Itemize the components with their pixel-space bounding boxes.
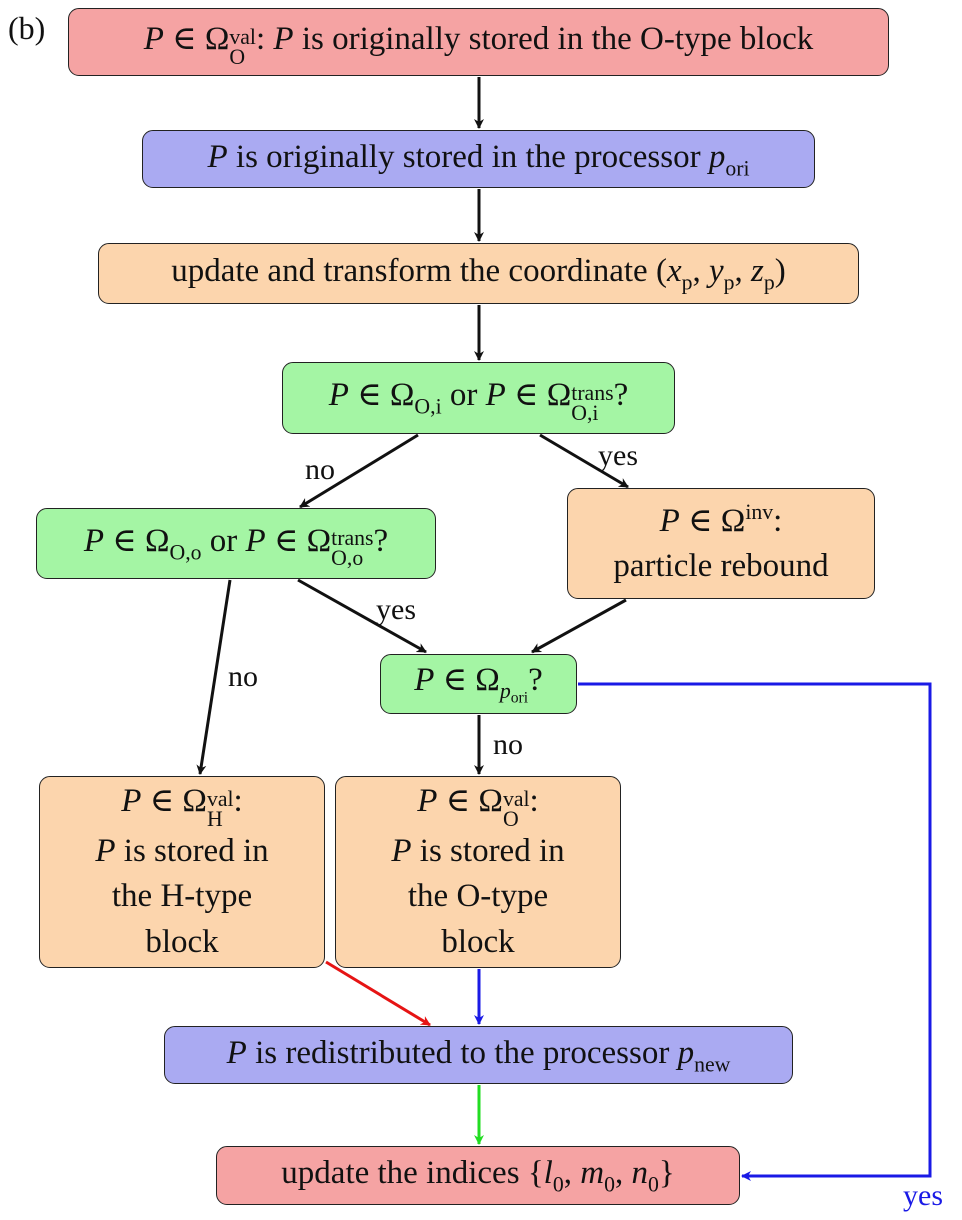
edge-hblock-to-redist xyxy=(325,960,431,1027)
edge-inner-no xyxy=(299,433,419,509)
update-indices-node: update the indices {l0, m0, n0} xyxy=(216,1146,740,1205)
panel-label: (b) xyxy=(8,10,46,46)
label-no-inner: no xyxy=(305,453,335,486)
edge-outer-yes xyxy=(297,578,427,654)
edge-inner-yes xyxy=(539,433,629,489)
edge-rebound-to-proc xyxy=(531,598,627,654)
label-no-proc: no xyxy=(493,728,523,761)
label-yes-outer: yes xyxy=(376,593,416,626)
label-yes-proc: yes xyxy=(903,1179,943,1212)
particle-rebound-node: P ∈ Ωinv: particle rebound xyxy=(567,488,875,599)
edge-proc-yes xyxy=(578,682,932,1181)
processor-ori-node: P is originally stored in the processor … xyxy=(142,130,815,188)
label-yes-inner: yes xyxy=(598,439,638,472)
update-coordinate-node: update and transform the coordinate (xp,… xyxy=(98,243,859,304)
edge-outer-no xyxy=(196,579,232,775)
label-no-outer: no xyxy=(228,660,258,693)
redistribute-node: P is redistributed to the processor pnew xyxy=(164,1026,793,1084)
decision-processor-region: P ∈ Ωpori? xyxy=(380,654,577,714)
